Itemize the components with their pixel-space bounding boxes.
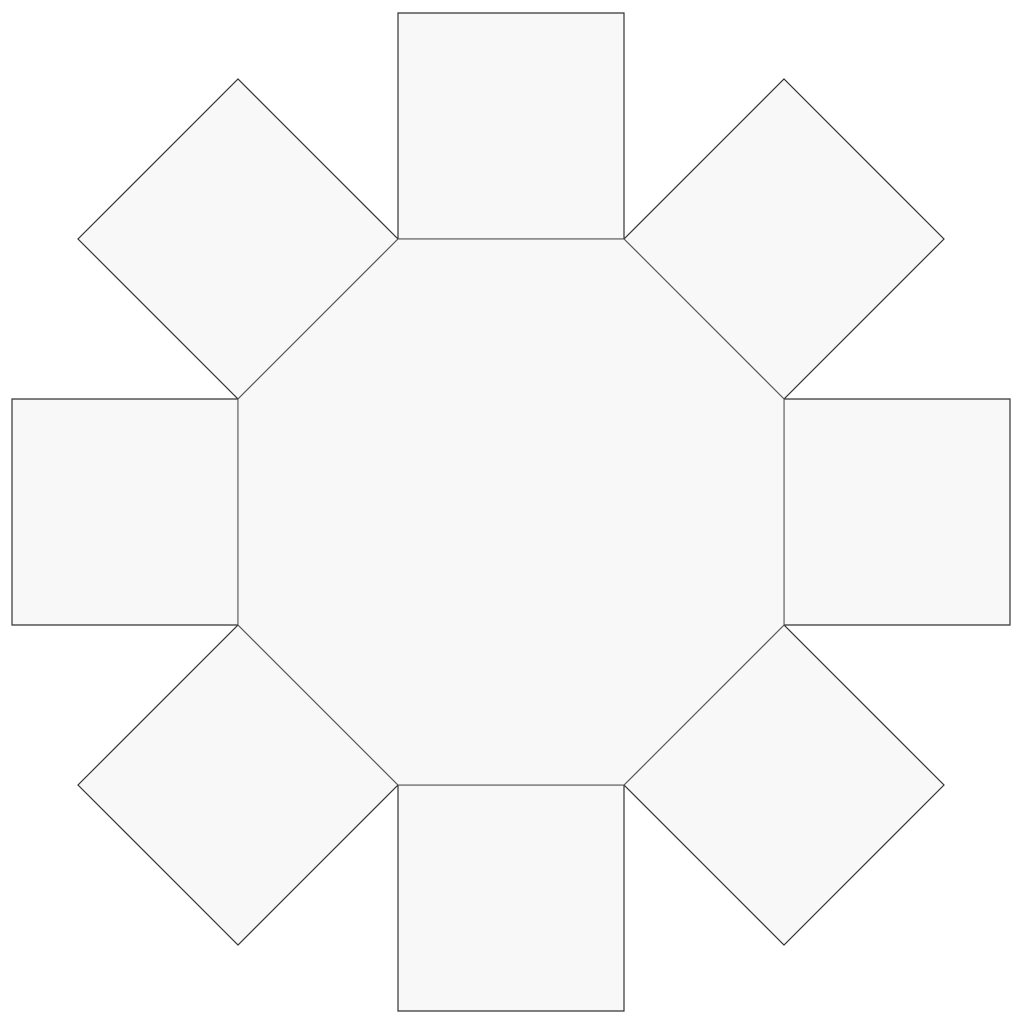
square-face-bottom: [397, 784, 625, 1012]
square-face-left: [11, 398, 239, 626]
square-face-top: [397, 12, 625, 240]
square-face-right: [783, 398, 1011, 626]
octagon-face-group: [237, 238, 785, 786]
octagon-face-center: [237, 238, 785, 786]
